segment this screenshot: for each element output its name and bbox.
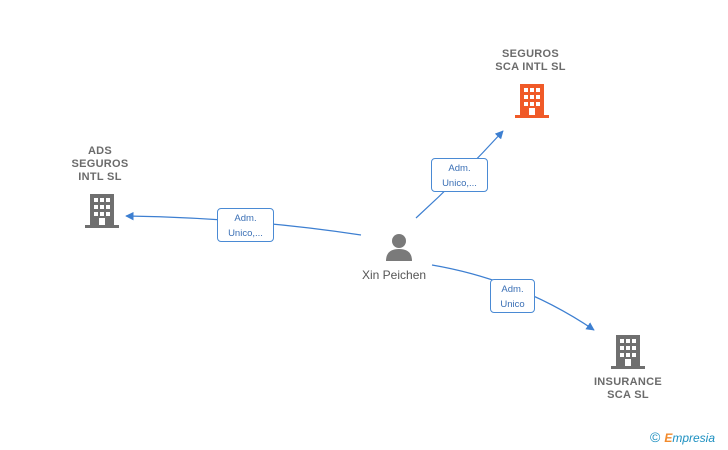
- edge-role-line: Adm.: [448, 163, 471, 174]
- edge-label-top-right[interactable]: Adm. Unico,...: [431, 158, 488, 192]
- company-name-line: ADS: [87, 145, 113, 157]
- company-name-line: SCA SL: [607, 389, 649, 401]
- building-icon-gray-bottom-right[interactable]: [611, 334, 645, 370]
- company-name-line: INTL SL: [78, 171, 122, 183]
- company-label-bottom-right[interactable]: INSURANCE SCA SL: [578, 376, 678, 402]
- edge-label-left[interactable]: Adm. Unico,...: [217, 208, 274, 242]
- company-label-left[interactable]: ADS SEGUROS INTL SL: [55, 145, 145, 184]
- edge-role-line: Adm.: [501, 284, 524, 295]
- building-icon-gray-left[interactable]: [85, 193, 119, 229]
- brand-name: mpresia: [672, 431, 716, 445]
- company-name-line: SEGUROS: [71, 158, 129, 170]
- brand-logo: ©Empresia: [650, 429, 715, 445]
- edge-label-bottom-right[interactable]: Adm. Unico: [490, 279, 535, 313]
- copyright-icon: ©: [650, 429, 661, 445]
- edge-role-line: Adm.: [234, 213, 257, 224]
- company-label-top-right[interactable]: SEGUROS SCA INTL SL: [478, 48, 583, 74]
- company-name-line: SCA INTL SL: [495, 61, 566, 73]
- person-name[interactable]: Xin Peichen: [362, 268, 427, 282]
- brand-initial: E: [664, 431, 673, 445]
- building-icon-orange[interactable]: [515, 83, 549, 119]
- company-name-line: INSURANCE: [593, 376, 663, 388]
- person-icon[interactable]: [384, 232, 414, 262]
- edge-role-line: Unico: [500, 299, 525, 310]
- edge-role-line: Unico,...: [442, 178, 477, 189]
- company-name-line: SEGUROS: [501, 48, 560, 60]
- edge-role-line: Unico,...: [228, 228, 263, 239]
